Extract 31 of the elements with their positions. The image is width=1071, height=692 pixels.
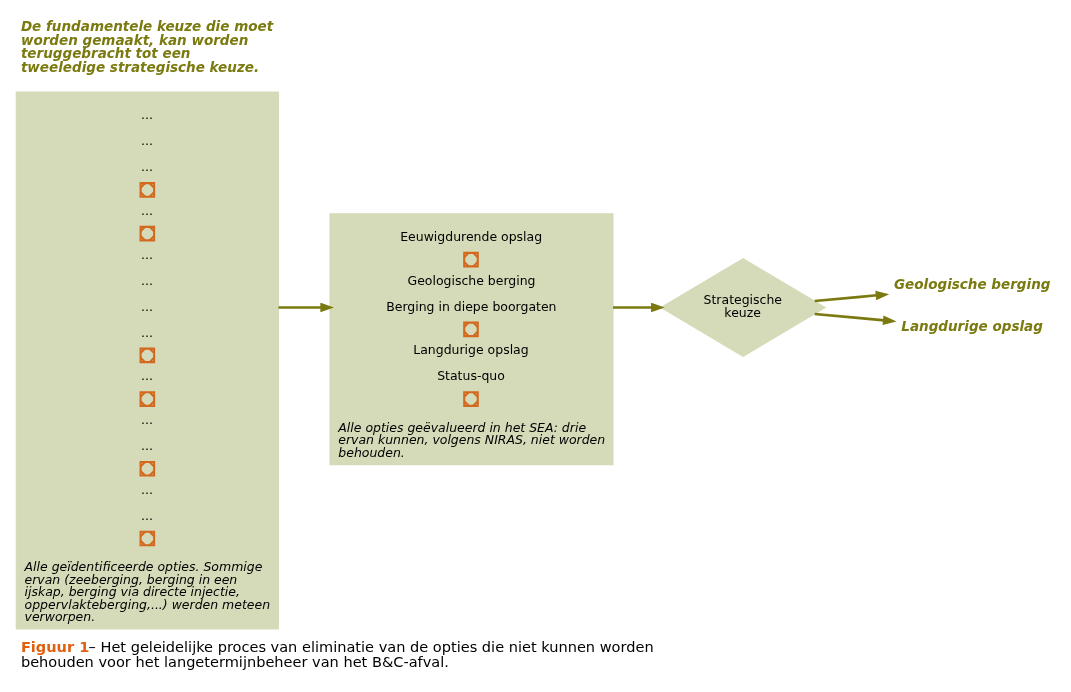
node-text: Berging in diepe boorgaten: [386, 298, 557, 314]
node-text: ...: [141, 368, 153, 384]
node-text: ...: [141, 481, 153, 497]
node-text: Geologische berging: [407, 272, 536, 288]
label: De fundamentele keuze die moet worden gemaakt, kan worden teruggebracht tot een tweeledige strategische keuze.: [20, 18, 274, 75]
node-text: ...: [141, 159, 153, 175]
node-text: ...: [141, 412, 153, 428]
node-label: Alle opties geëvalueerd in het SEA: drie ervan kunnen, volgens NIRAS, niet worden behouden.: [338, 419, 606, 460]
node-text: ...: [141, 507, 153, 523]
arrow: [814, 312, 897, 325]
caption: Figuur 1– Het geleidelijke proces van eliminatie van de opties die niet kunnen worden behouden voor het langetermijnbeheer van het B&C-afval.: [20, 638, 654, 670]
node-text: ...: [141, 202, 153, 218]
node-text: ...: [141, 298, 153, 314]
arrow: [814, 290, 890, 303]
arrow: [613, 302, 665, 313]
arrow: [278, 302, 334, 313]
node-text: ...: [141, 246, 153, 262]
node-text: Langdurige opslag: [901, 317, 1043, 334]
node-text: ...: [141, 324, 153, 340]
node-text: ...: [141, 438, 153, 454]
node-text: Geologische berging: [894, 276, 1051, 293]
node-label: Alle geïdentificeerde opties. Sommige ervan (zeeberging, berging in een ijskap, berging via directe injectie, oppervlakteberging,...) werden meteen verworpen.: [24, 559, 271, 625]
node-text: ...: [141, 107, 153, 123]
node-diamond: Strategische keuze: [659, 258, 827, 357]
node-text: Langdurige opslag: [413, 342, 529, 358]
node-text: Eeuwigdurende opslag: [400, 229, 543, 244]
node-text: ...: [141, 272, 153, 288]
node-text: Status-quo: [437, 368, 505, 384]
node-text: ...: [141, 133, 153, 149]
cluster: [329, 213, 614, 466]
cluster: [15, 91, 279, 630]
